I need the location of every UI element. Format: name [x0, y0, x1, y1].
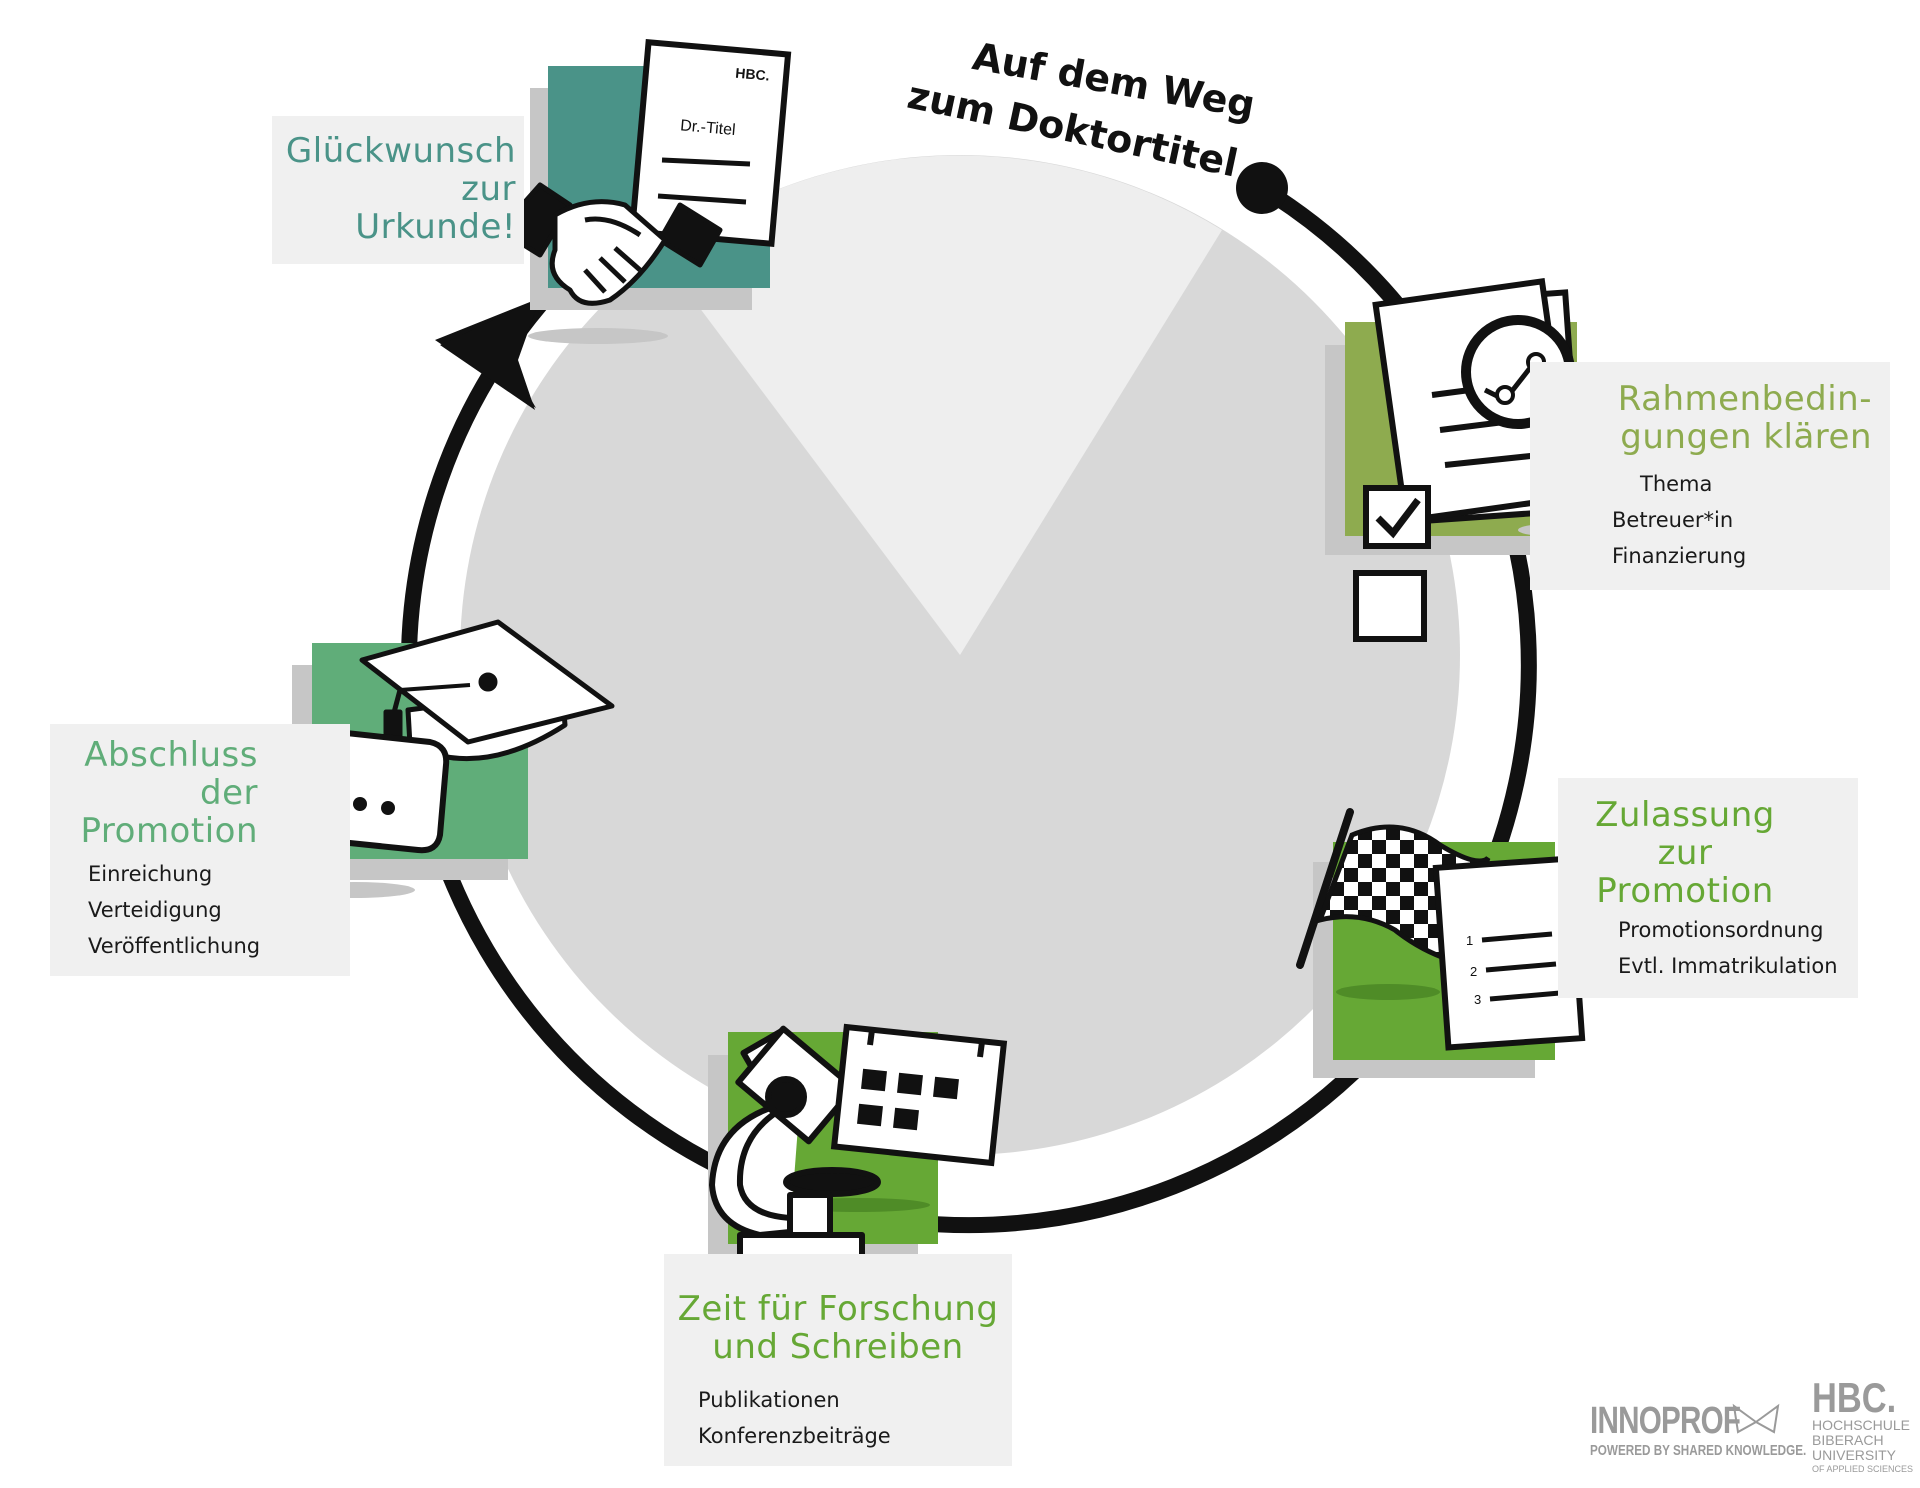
zulassung-item-immatrikulation: Evtl. Immatrikulation: [1618, 954, 1838, 978]
rahmen-item-betreuer: Betreuer*in: [1612, 508, 1734, 532]
ring-arrowhead-tip: [440, 298, 540, 410]
forschung-icon-group: [708, 1023, 1008, 1267]
hbc-logo-line-3: UNIVERSITY: [1812, 1447, 1897, 1463]
zulassung-items: Promotionsordnung Evtl. Immatrikulation: [1618, 912, 1838, 984]
zulassung-item-ordnung: Promotionsordnung: [1618, 918, 1824, 942]
rahmen-label-box: [1530, 362, 1890, 590]
list-number-1: 1: [1466, 933, 1473, 948]
certificate-icon: Dr.-Titel HBC.: [628, 39, 792, 247]
abschluss-title: Abschluss der Promotion: [80, 735, 258, 851]
hbc-logo-line-1: HOCHSCHULE: [1812, 1417, 1911, 1433]
forschung-label-box: [664, 1254, 1012, 1466]
rahmen-icon-group: [1325, 277, 1615, 642]
list-number-2: 2: [1470, 964, 1477, 979]
forschung-item-konferenz: Konferenzbeiträge: [698, 1424, 891, 1448]
hbc-logo-line-2: BIBERACH: [1812, 1432, 1884, 1448]
certificate-logo: HBC.: [735, 65, 770, 84]
innoprof-butterfly-icon: [1728, 1402, 1784, 1442]
graduation-cap-icon: [359, 619, 615, 762]
hbc-logo: HBC.: [1812, 1374, 1897, 1421]
checklist-icon: [1353, 485, 1431, 642]
ring-start-dot: [1236, 162, 1288, 214]
zulassung-label-box: [1558, 778, 1858, 998]
list-number-3: 3: [1474, 992, 1481, 1007]
zulassung-icon-group: 1 2 3: [1296, 808, 1586, 1078]
abschluss-item-einreichung: Einreichung: [88, 862, 213, 886]
disc-highlight-wedge: [660, 155, 1222, 655]
innoprof-logo: INNOPROF: [1590, 1400, 1741, 1442]
rahmen-items: Thema Betreuer*in Finanzierung: [1612, 466, 1746, 574]
abschluss-label-box: [50, 724, 350, 976]
zulassung-title: Zulassung zur Promotion: [1595, 795, 1775, 911]
innoprof-tagline: POWERED BY SHARED KNOWLEDGE.: [1590, 1442, 1807, 1459]
abschluss-item-veroeffentlichung: Veröffentlichung: [88, 934, 261, 958]
rahmen-item-thema: Thema: [1640, 472, 1713, 496]
forschung-title: Zeit für Forschung und Schreiben: [677, 1289, 999, 1367]
forschung-items: Publikationen Konferenzbeiträge: [698, 1382, 891, 1454]
abschluss-items: Einreichung Verteidigung Veröffentlichun…: [88, 856, 260, 964]
hbc-logo-line-4: OF APPLIED SCIENCES: [1812, 1464, 1914, 1474]
urkunde-label-box: [272, 116, 524, 264]
microscope-icon: [709, 1025, 881, 1260]
certificate-title: Dr.-Titel: [680, 117, 737, 139]
rahmen-item-finanzierung: Finanzierung: [1612, 544, 1747, 568]
forschung-item-publikationen: Publikationen: [698, 1388, 840, 1412]
urkunde-icon-group: Dr.-Titel HBC.: [497, 39, 792, 344]
calendar-icon: [830, 1023, 1008, 1167]
abschluss-item-verteidigung: Verteidigung: [88, 898, 222, 922]
urkunde-title: Glückwunsch zur Urkunde!: [285, 131, 516, 247]
rahmen-title: Rahmenbedin- gungen klären: [1617, 379, 1872, 457]
